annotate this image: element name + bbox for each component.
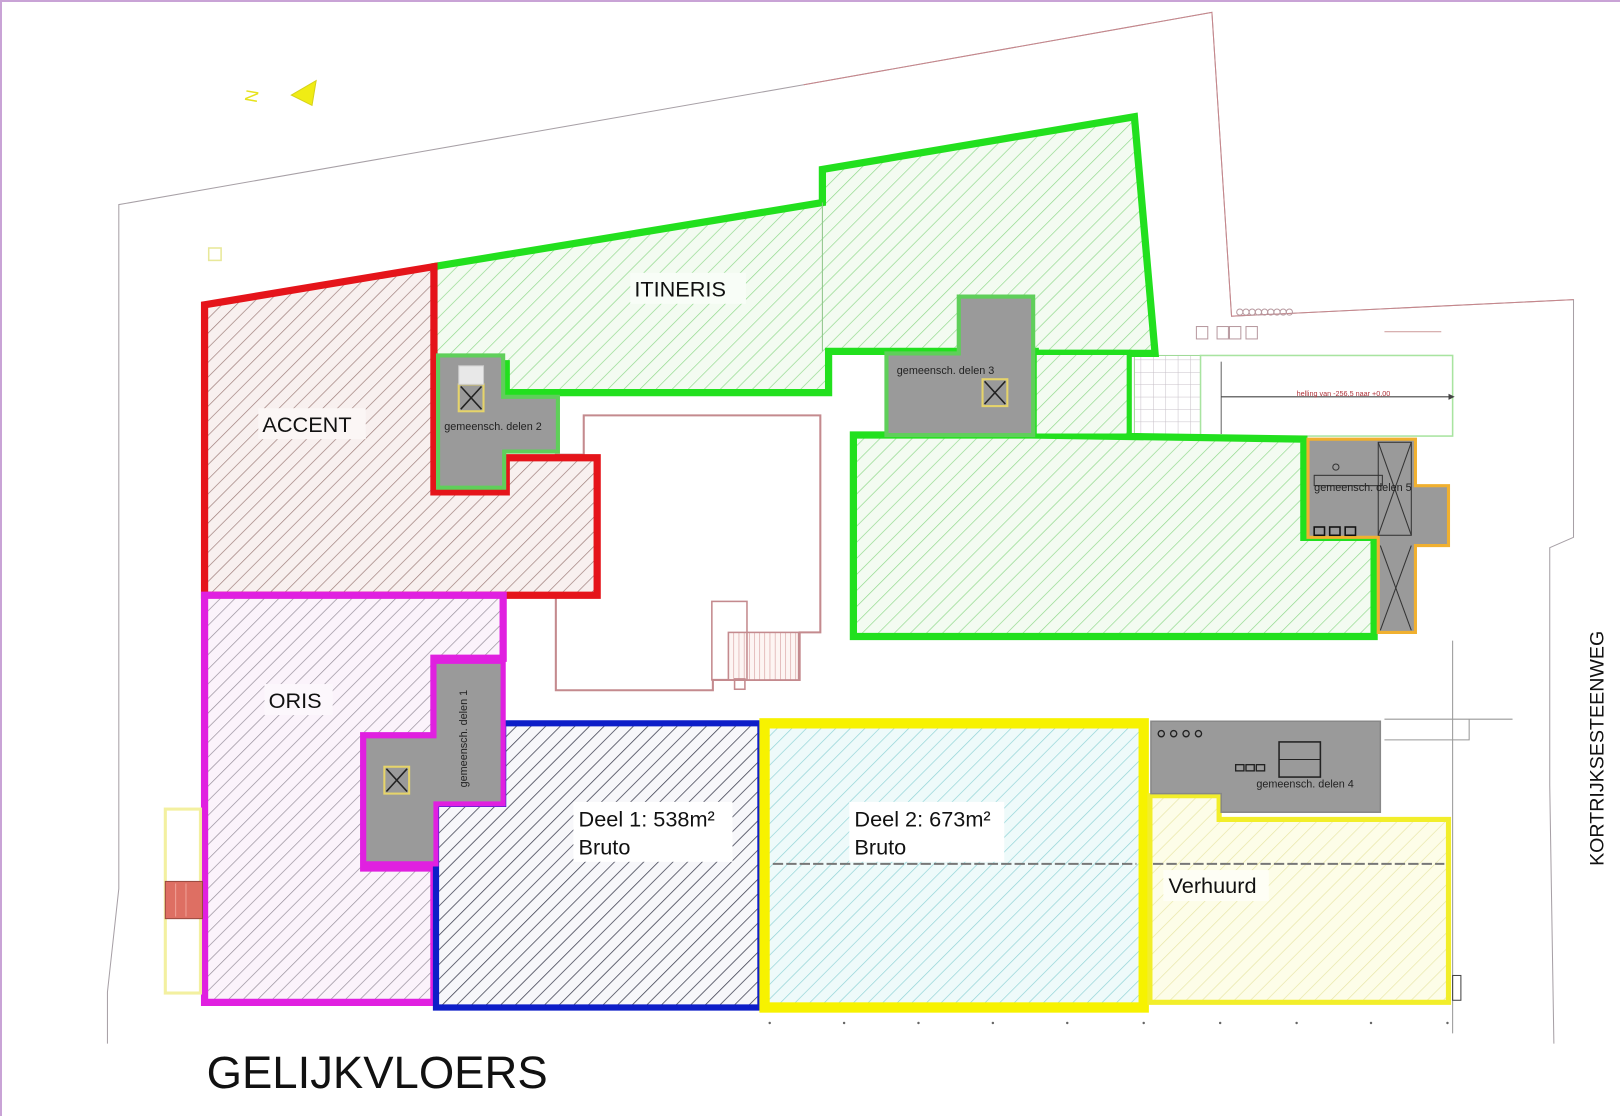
street-name: KORTRIJKSESTEENWEG — [1586, 631, 1608, 866]
deel-1-label-bg — [573, 801, 733, 862]
ramp-area: helling van -256,5 naar +0,00 — [1133, 308, 1455, 437]
deel-1-sublabel: Bruto — [579, 835, 631, 860]
north-label: N — [241, 88, 263, 104]
marker-square — [207, 247, 222, 262]
itineris-label-bg — [630, 272, 746, 304]
deel-2-label-bg — [849, 801, 1005, 862]
street-edge — [1384, 640, 1513, 1034]
common-area-5-label: gemeensch. delen 5 — [1314, 482, 1412, 494]
deel-2-label: Deel 2: 673m² — [854, 807, 990, 832]
meter-box — [1452, 974, 1462, 1001]
oris-label: ORIS — [269, 688, 322, 713]
common-area-3-label: gemeensch. delen 3 — [897, 365, 995, 377]
unit-deel-2[interactable]: Deel 2: 673m² Bruto — [759, 718, 1149, 1013]
verhuurd-label: Verhuurd — [1169, 873, 1257, 898]
unit-deel-1[interactable]: Deel 1: 538m² Bruto — [432, 720, 764, 1011]
unit-oris[interactable]: ORIS — [200, 591, 507, 1006]
common-area-5: gemeensch. delen 5 — [1306, 437, 1451, 634]
courtyard-stairs — [711, 600, 800, 691]
accent-label: ACCENT — [262, 412, 351, 437]
deel-2-sublabel: Bruto — [854, 835, 906, 860]
common-area-4: gemeensch. delen 4 — [1150, 720, 1382, 813]
accent-label-bg — [258, 408, 366, 440]
site-boundary-red — [803, 11, 1574, 317]
common-area-3: gemeensch. delen 3 — [884, 294, 1036, 438]
itineris-label: ITINERIS — [634, 277, 726, 302]
common-area-4-label: gemeensch. delen 4 — [1256, 778, 1354, 790]
north-arrow-icon: N — [241, 79, 317, 107]
deel-1-label: Deel 1: 538m² — [579, 807, 715, 832]
oris-label-bg — [264, 684, 333, 716]
common-area-2: gemeensch. delen 2 — [435, 353, 560, 490]
common-area-1-label: gemeensch. delen 1 — [458, 690, 470, 788]
verhuurd-label-bg — [1163, 870, 1269, 902]
floor-title: GELIJKVLOERS — [207, 1047, 548, 1098]
unit-verhuurd[interactable]: Verhuurd — [1147, 793, 1452, 1005]
common-area-1: gemeensch. delen 1 — [361, 658, 506, 867]
common-area-2-label: gemeensch. delen 2 — [444, 421, 542, 433]
dimension-ticks — [768, 1021, 1449, 1025]
ramp-note: helling van -256,5 naar +0,00 — [1297, 389, 1391, 398]
left-entrance — [163, 807, 204, 995]
